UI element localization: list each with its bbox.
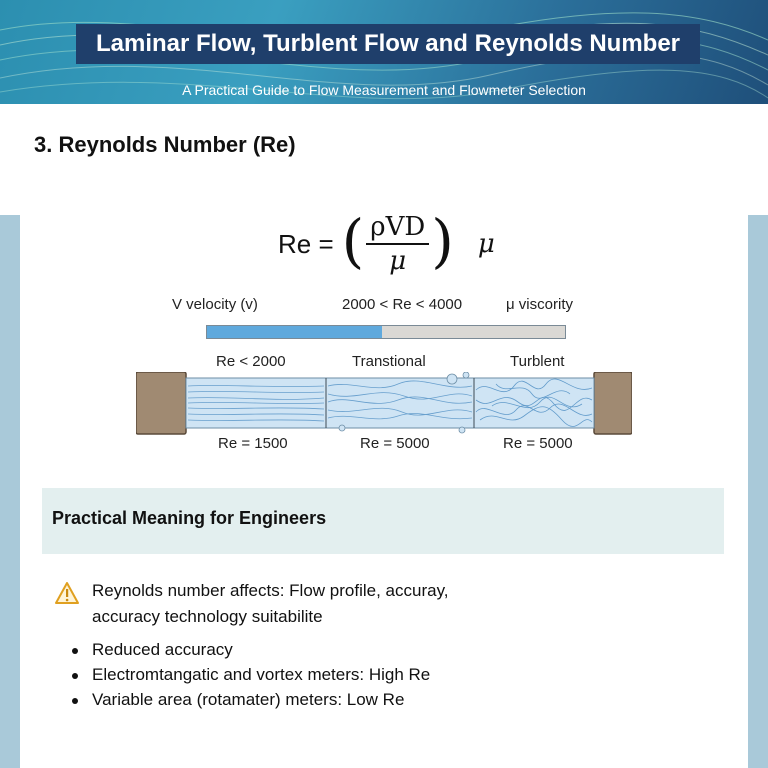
title-box: Laminar Flow, Turblent Flow and Reynolds… xyxy=(76,24,700,64)
bullet-dot xyxy=(72,698,78,704)
warning-text: Reynolds number affects: Flow profile, a… xyxy=(92,581,449,626)
reynolds-formula: Re = ( ρVD μ ) μ xyxy=(278,208,495,280)
left-flange xyxy=(136,372,187,435)
header-banner: Laminar Flow, Turblent Flow and Reynolds… xyxy=(0,0,768,104)
laminar-bottom-label: Re = 1500 xyxy=(218,435,288,452)
engineer-bullet-list: Reduced accuracy Electromtangatic and vo… xyxy=(72,638,430,713)
pipe-diagram xyxy=(136,372,632,435)
warning-triangle-icon xyxy=(55,582,79,604)
section-title: 3. Reynolds Number (Re) xyxy=(34,132,296,157)
turbulent-bottom-label: Re = 5000 xyxy=(503,435,573,452)
formula-numerator: ρVD xyxy=(366,211,430,245)
bullet-dot xyxy=(72,673,78,679)
viscosity-label: μ viscority xyxy=(506,296,573,313)
bullet-text: Reduced accuracy xyxy=(92,640,233,659)
formula-denominator: μ xyxy=(389,246,407,276)
turbulent-streamlines xyxy=(475,378,593,427)
bubble xyxy=(446,373,458,385)
formula-fraction: ρVD μ xyxy=(366,211,430,277)
bullet-text: Variable area (rotamater) meters: Low Re xyxy=(92,690,405,709)
transitional-top-label: Transtional xyxy=(352,353,426,370)
bubble xyxy=(338,424,346,432)
reynolds-scale-bar xyxy=(206,325,566,339)
side-panel-right xyxy=(748,215,768,768)
practical-meaning-box: Practical Meaning for Engineers xyxy=(42,488,724,554)
transitional-streamlines xyxy=(327,380,473,420)
laminar-streamlines xyxy=(187,385,325,422)
practical-meaning-heading: Practical Meaning for Engineers xyxy=(52,508,327,528)
page-subtitle: A Practical Guide to Flow Measurement an… xyxy=(182,82,586,98)
bullet-dot xyxy=(72,648,78,654)
left-paren: ( xyxy=(341,207,365,275)
page-title: Laminar Flow, Turblent Flow and Reynolds… xyxy=(95,30,681,57)
right-flange xyxy=(593,372,632,435)
velocity-label: V velocity (v) xyxy=(172,296,258,313)
right-paren: ) xyxy=(431,207,454,275)
side-panel-left xyxy=(0,215,20,768)
transitional-bottom-label: Re = 5000 xyxy=(360,435,430,452)
scale-bar-fill xyxy=(207,326,383,338)
list-item: Electromtangatic and vortex meters: High… xyxy=(72,663,430,688)
bubble xyxy=(462,372,470,379)
formula-lhs: Re = xyxy=(278,228,334,259)
bullet-text: Electromtangatic and vortex meters: High… xyxy=(92,665,431,684)
turbulent-top-label: Turblent xyxy=(510,353,565,370)
bubble xyxy=(458,426,466,434)
formula-trailing-mu: μ xyxy=(477,229,495,259)
list-item: Reduced accuracy xyxy=(72,638,430,663)
laminar-top-label: Re < 2000 xyxy=(216,353,286,370)
transition-range-label: 2000 < Re < 4000 xyxy=(342,296,463,313)
list-item: Variable area (rotamater) meters: Low Re xyxy=(72,688,430,713)
